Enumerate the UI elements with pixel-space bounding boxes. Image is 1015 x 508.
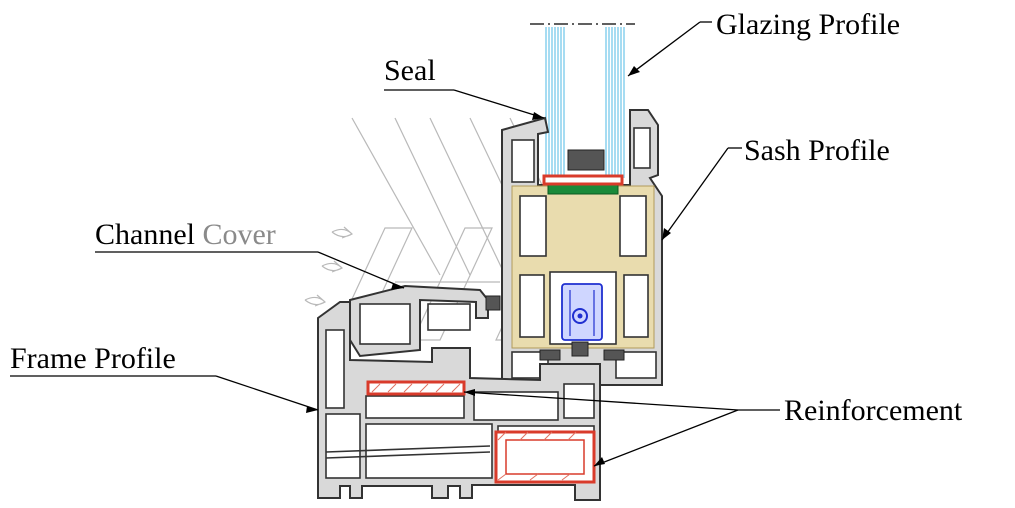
svg-text:Reinforcement: Reinforcement — [784, 394, 963, 427]
hardware-fitting — [561, 283, 603, 357]
svg-text:Channel Cover: Channel Cover — [95, 218, 276, 251]
svg-text:Glazing Profile: Glazing Profile — [716, 8, 900, 41]
label-frame-profile: Frame Profile — [10, 342, 319, 413]
svg-text:Seal: Seal — [384, 54, 436, 87]
reinforcement-steel — [366, 380, 596, 484]
svg-text:Frame Profile: Frame Profile — [10, 342, 176, 375]
label-channel-cover: Channel Cover — [95, 218, 405, 290]
label-seal: Seal — [384, 54, 545, 120]
sash-profile — [501, 109, 663, 386]
svg-text:Sash Profile: Sash Profile — [744, 134, 890, 167]
channel-cover — [349, 284, 501, 358]
label-sash-profile: Sash Profile — [661, 134, 890, 241]
label-reinforcement: Reinforcement — [463, 389, 963, 467]
label-glazing-profile: Glazing Profile — [627, 8, 900, 77]
channel-word: Channel — [95, 218, 195, 251]
cover-word: Cover — [202, 218, 275, 251]
glazing-unit — [530, 23, 635, 178]
